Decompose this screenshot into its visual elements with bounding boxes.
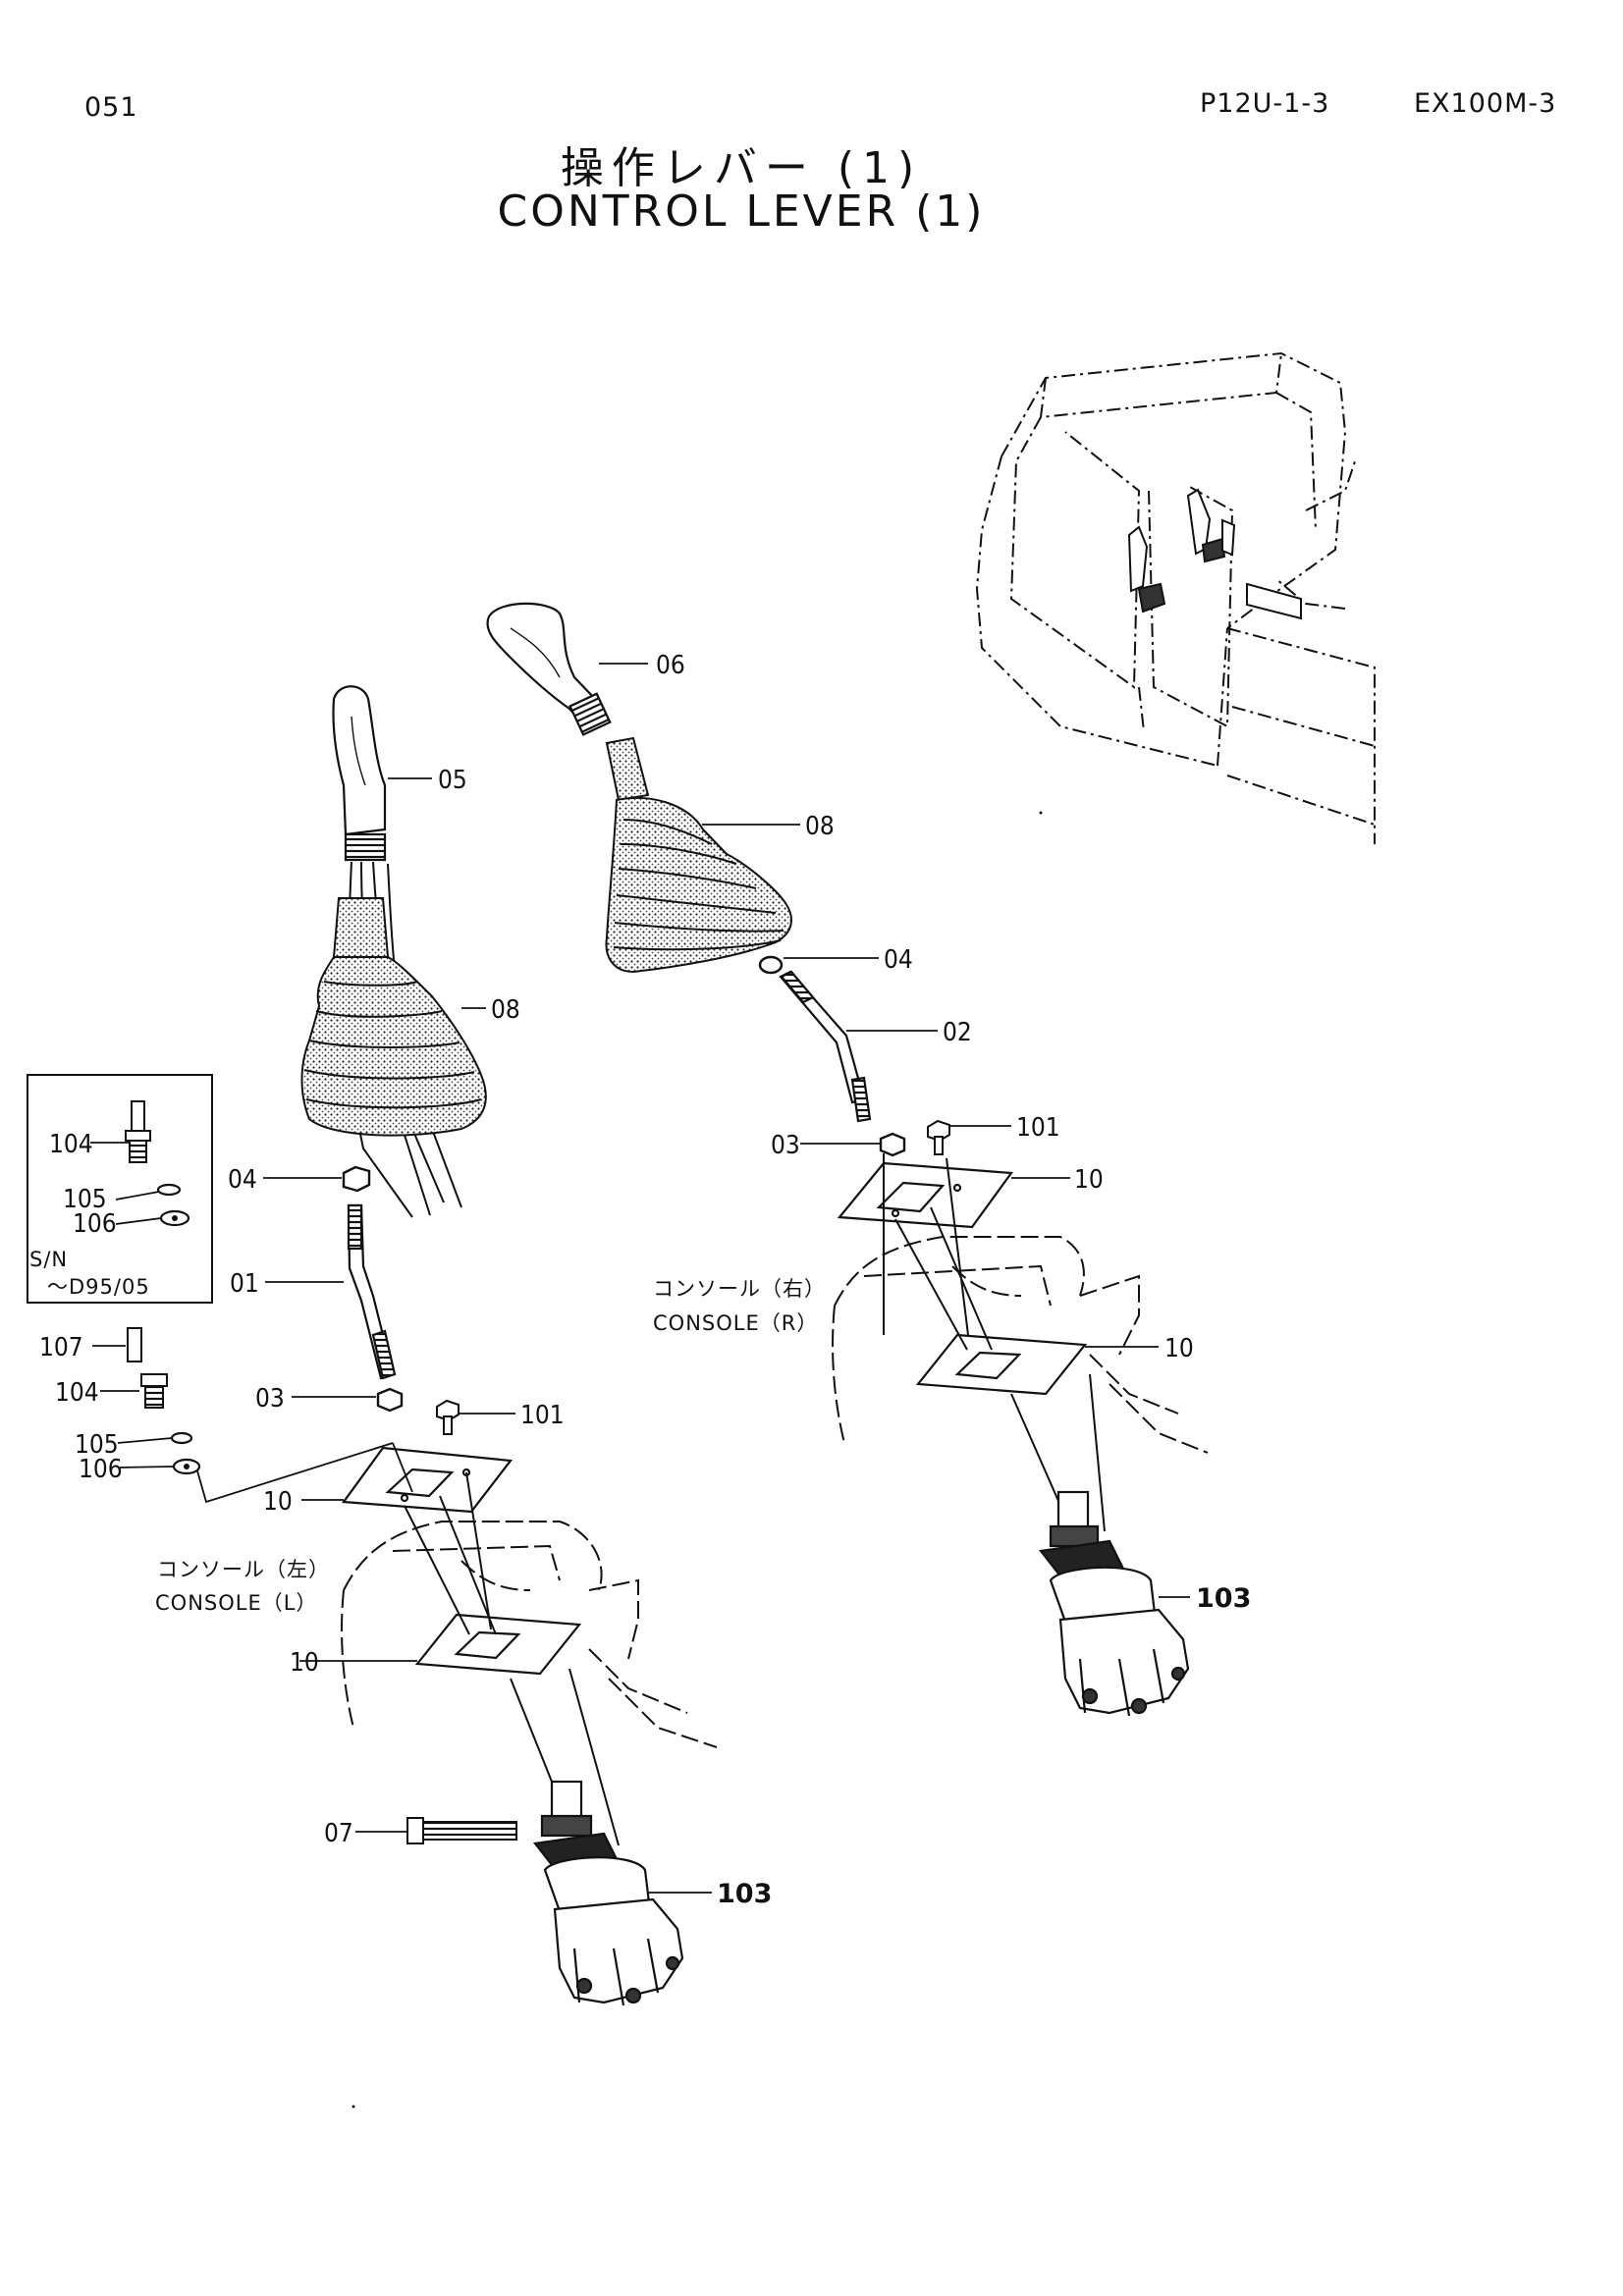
- callout-04-left: 04: [228, 1165, 257, 1195]
- page-number: 051: [84, 92, 138, 123]
- plate-10-left-lower: [414, 1613, 582, 1676]
- callout-10-left-lower: 10: [290, 1648, 319, 1678]
- pin-107: [127, 1327, 142, 1362]
- plate-10-right-lower: [915, 1333, 1088, 1396]
- bolt-101-left: [436, 1399, 460, 1435]
- nut-03-right: [879, 1132, 906, 1157]
- lever-rod-01: [347, 1203, 397, 1380]
- model-number: EX100M-3: [1414, 88, 1557, 119]
- pin-104-box: [125, 1100, 151, 1163]
- pilot-valve-103-left: [532, 1780, 684, 2006]
- link-leader-lines: [195, 1442, 413, 1504]
- title-english: CONTROL LEVER (1): [497, 187, 986, 237]
- bolt-07: [406, 1817, 517, 1844]
- callout-01: 01: [230, 1269, 259, 1299]
- bolt-104: [140, 1373, 168, 1409]
- console-left-label-ja: コンソール（左）: [157, 1558, 330, 1581]
- callout-10-right-lower: 10: [1164, 1334, 1194, 1363]
- clip-105-box: [156, 1183, 182, 1197]
- plate-10-left-upper: [341, 1446, 514, 1514]
- callout-08-left: 08: [491, 995, 520, 1025]
- callout-03-right: 03: [771, 1131, 800, 1160]
- plate-10-right-upper: [837, 1161, 1014, 1229]
- callout-05: 05: [438, 766, 467, 795]
- nut-04-right: [758, 955, 784, 975]
- callout-06: 06: [656, 651, 685, 680]
- callout-103-right: 103: [1196, 1583, 1251, 1614]
- boot-08-left: [300, 897, 487, 1137]
- serial-label: S/N: [29, 1248, 68, 1271]
- callout-101-left: 101: [520, 1401, 565, 1430]
- grip-06: [486, 602, 612, 736]
- clip-105: [170, 1431, 193, 1445]
- serial-inset-box: [27, 1074, 213, 1304]
- console-right-label-ja: コンソール（右）: [653, 1277, 826, 1301]
- callout-leader-lines: [90, 663, 1190, 1894]
- callout-02: 02: [943, 1018, 972, 1047]
- callout-03-left: 03: [255, 1384, 285, 1414]
- cab-locator-view: [975, 351, 1376, 844]
- nut-04-left: [342, 1165, 371, 1193]
- assembly-centerlines-left: [404, 1471, 620, 1846]
- callout-104-box: 104: [49, 1130, 93, 1159]
- console-left-label-en: CONSOLE（L）: [155, 1591, 317, 1615]
- bolt-101-right: [927, 1119, 950, 1155]
- callout-10-left-upper: 10: [263, 1487, 293, 1517]
- callout-104: 104: [55, 1378, 99, 1408]
- callout-101-right: 101: [1016, 1113, 1060, 1143]
- callout-105-box: 105: [63, 1185, 107, 1214]
- callout-105: 105: [75, 1430, 119, 1460]
- callout-08-right: 08: [805, 812, 835, 841]
- callout-107: 107: [39, 1333, 83, 1362]
- boot-08-right: [605, 736, 792, 974]
- callout-10-right-upper: 10: [1074, 1165, 1104, 1195]
- console-right-label-en: CONSOLE（R）: [653, 1311, 818, 1335]
- assembly-centerlines-right: [883, 1153, 1106, 1532]
- lever-rod-02: [779, 970, 872, 1123]
- pilot-valve-103-right: [1038, 1490, 1190, 1717]
- nut-03-left: [376, 1387, 404, 1413]
- cab-lever-detail: [1127, 488, 1302, 620]
- document-code: P12U-1-3: [1200, 88, 1330, 119]
- callout-106-box: 106: [73, 1209, 117, 1239]
- title-japanese: 操作レバー (1): [560, 143, 923, 193]
- callout-04-right: 04: [884, 945, 913, 975]
- callout-103-left: 103: [717, 1879, 772, 1909]
- console-left: [341, 1521, 718, 1748]
- grip-05: [332, 685, 387, 862]
- serial-range: ～D95/05: [47, 1275, 150, 1299]
- callout-106: 106: [79, 1455, 123, 1484]
- callout-07: 07: [324, 1819, 353, 1848]
